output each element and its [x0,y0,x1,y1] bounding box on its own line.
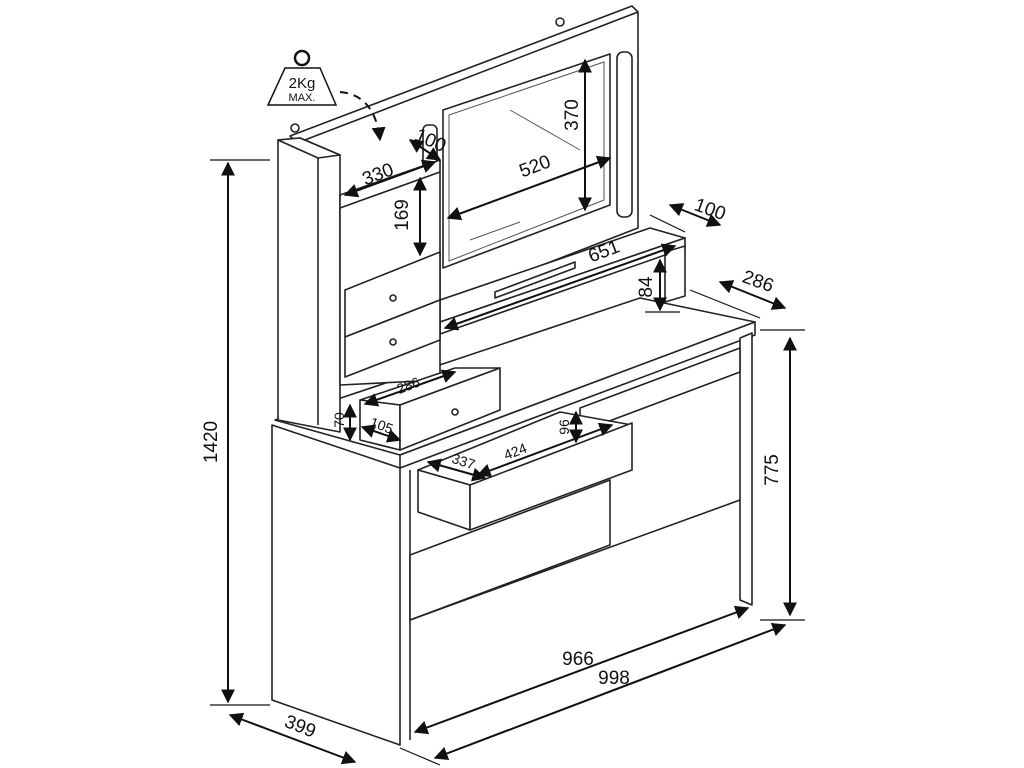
dimension-labels: 330 100 520 370 169 100 651 84 286 286 7… [201,99,783,742]
weight-limit-icon: 2Kg MAX. [266,49,386,142]
dim-775: 775 [762,454,783,486]
dim-105: 105 [368,414,396,437]
dim-100-shelf: 100 [691,195,728,226]
wall-bracket-icon [290,17,565,133]
weight-caption: MAX. [289,92,316,104]
dim-370: 370 [562,99,583,131]
dim-96: 96 [556,419,572,435]
dim-84: 84 [636,276,657,298]
dim-399: 399 [281,711,318,742]
dim-1420: 1420 [201,421,222,463]
dim-998: 998 [598,668,630,689]
dim-169: 169 [392,199,413,231]
weight-value: 2Kg [289,75,316,92]
dim-424: 424 [501,440,529,463]
dim-70: 70 [331,412,347,428]
dimension-lines [210,58,805,766]
dim-286-drawer: 286 [394,374,422,397]
dim-966: 966 [562,649,594,670]
dim-337: 337 [450,450,477,473]
